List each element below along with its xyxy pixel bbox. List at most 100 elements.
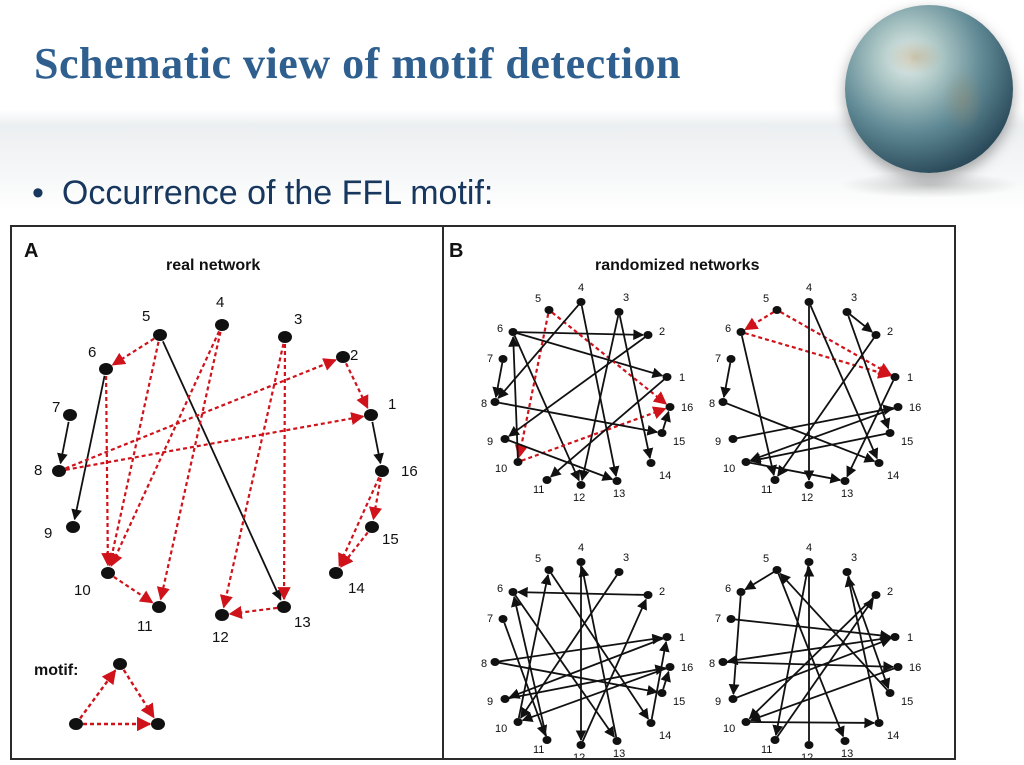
rand3-node-label-10: 10: [495, 723, 507, 735]
rand1-edge-2-9: [508, 336, 646, 437]
rand2-edge-16-10: [749, 407, 895, 463]
rand4-node-label-10: 10: [723, 723, 735, 735]
rand2-node-label-14: 14: [887, 470, 899, 482]
node-label-9: 9: [44, 525, 52, 542]
rand3-node-label-14: 14: [659, 730, 671, 742]
rand3-edge-8-15: [498, 661, 659, 696]
rand2-node-16: [893, 403, 903, 411]
rand1-node-14: [646, 459, 656, 467]
rand1-edge-8-15: [498, 401, 659, 436]
rand3-node-label-6: 6: [497, 583, 503, 595]
node-1: [364, 409, 378, 421]
rand3-node-label-9: 9: [487, 696, 493, 708]
rand1-edge-15-16: [660, 410, 671, 430]
rand2-node-5: [772, 306, 782, 314]
rand4-edge-3-15: [847, 575, 891, 690]
rand3-node-label-3: 3: [623, 552, 629, 564]
node-label-16: 16: [401, 463, 418, 480]
motif-label: motif:: [34, 662, 78, 679]
rand4-node-label-12: 12: [801, 752, 813, 758]
rand4-edge-2-10: [748, 597, 874, 720]
node-12: [215, 609, 229, 621]
rand2-node-2: [871, 331, 881, 339]
panel-a-letter: A: [24, 240, 38, 262]
edge-5-13: [162, 340, 282, 601]
node-label-15: 15: [382, 531, 399, 548]
rand1-node-5: [544, 306, 554, 314]
rand1-node-label-15: 15: [673, 436, 685, 448]
rand1-node-13: [612, 477, 622, 485]
rand3-node-label-11: 11: [533, 744, 544, 756]
rand1-node-6: [508, 328, 518, 336]
node-10: [101, 567, 115, 579]
rand1-node-1: [662, 373, 672, 381]
bullet-mark: •: [32, 174, 44, 212]
edge-15-14: [340, 531, 369, 568]
rand4-node-10: [741, 718, 751, 726]
rand2-node-14: [874, 459, 884, 467]
rand4-node-1: [890, 633, 900, 641]
rand1-node-4: [576, 298, 586, 306]
motif-example: [69, 658, 165, 732]
rand3-node-14: [646, 719, 656, 727]
node-label-7: 7: [52, 399, 60, 416]
rand3-edge-12-2: [581, 598, 647, 742]
rand3-edge-6-13: [514, 594, 615, 738]
rand4-edge-15-5: [779, 572, 888, 691]
rand4-edge-7-1: [734, 618, 892, 641]
rand1-node-10: [513, 458, 523, 466]
rand3-edge-5-14: [550, 572, 649, 720]
rand1-edge-1-11: [549, 378, 665, 478]
rand2-node-label-4: 4: [806, 282, 812, 294]
edge-13-12: [228, 605, 278, 620]
rand3-node-label-7: 7: [487, 613, 493, 625]
rand3-edge-9-16: [508, 664, 667, 700]
rand3-node-8: [490, 658, 500, 666]
node-label-1: 1: [388, 396, 396, 413]
node-15: [365, 521, 379, 533]
rand4-node-label-1: 1: [907, 632, 913, 644]
rand2-node-label-12: 12: [801, 492, 813, 504]
rand1-node-3: [614, 308, 624, 316]
node-6: [99, 363, 113, 375]
rand3-node-label-13: 13: [613, 748, 625, 758]
rand4-node-label-13: 13: [841, 748, 853, 758]
rand2-edge-3-15: [847, 315, 891, 430]
node-label-13: 13: [294, 614, 311, 631]
rand2-node-9: [728, 435, 738, 443]
rand3-node-7: [498, 615, 508, 623]
rand2-edge-10-13: [749, 461, 842, 484]
rand1-node-11: [542, 476, 552, 484]
rand1-node-label-6: 6: [497, 323, 503, 335]
rand4-edge-11-2: [776, 598, 874, 738]
edge-1-16: [371, 421, 384, 465]
rand1-node-8: [490, 398, 500, 406]
rand3-node-3: [614, 568, 624, 576]
rand3-edge-14-1: [650, 640, 670, 720]
rand2-node-12: [804, 481, 814, 489]
rand4-node-label-6: 6: [725, 583, 731, 595]
rand1-node-label-2: 2: [659, 326, 665, 338]
rand1-node-label-3: 3: [623, 292, 629, 304]
rand2-node-10: [741, 458, 751, 466]
rand4-node-label-2: 2: [887, 586, 893, 598]
rand2-node-label-6: 6: [725, 323, 731, 335]
rand1-node-label-16: 16: [681, 402, 693, 414]
rand3-edge-15-16: [660, 670, 671, 690]
globe-shadow: [840, 172, 1020, 198]
rand1-node-16: [665, 403, 675, 411]
rand4-node-6: [736, 588, 746, 596]
node-9: [66, 521, 80, 533]
rand3-node-9: [500, 695, 510, 703]
rand1-node-7: [498, 355, 508, 363]
edge-5-6: [111, 337, 155, 366]
rand4-node-9: [728, 695, 738, 703]
edge-4-11: [156, 331, 222, 601]
rand4-node-7: [726, 615, 736, 623]
rand4-node-16: [893, 663, 903, 671]
rand4-node-4: [804, 558, 814, 566]
motif-node-left: [69, 718, 83, 730]
edge-6-9: [71, 375, 106, 521]
rand2-edge-6-11: [741, 335, 777, 477]
